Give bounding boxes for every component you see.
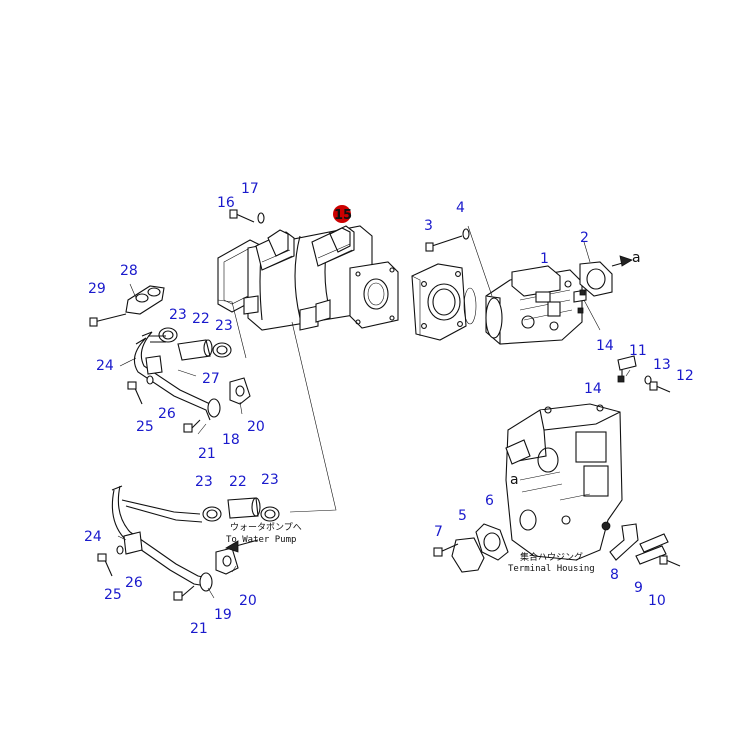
- clamp-lower-right: [260, 506, 280, 522]
- washer-4: [462, 228, 470, 240]
- bolt-12: [649, 381, 671, 393]
- clip-bracket[interactable]: [125, 285, 165, 315]
- callout-10[interactable]: 10: [648, 593, 666, 609]
- callout-6[interactable]: 6: [485, 493, 494, 509]
- water-tube-upper[interactable]: [133, 331, 221, 421]
- hose-lower[interactable]: [227, 497, 261, 519]
- callout-12[interactable]: 12: [676, 368, 694, 384]
- callout-24-upper[interactable]: 24: [96, 358, 114, 374]
- washer-17: [257, 212, 265, 224]
- callout-8[interactable]: 8: [610, 567, 619, 583]
- callout-20-lower[interactable]: 20: [239, 593, 257, 609]
- bolt-16: [229, 209, 255, 223]
- callout-5[interactable]: 5: [458, 508, 467, 524]
- callout-16[interactable]: 16: [217, 195, 235, 211]
- bolt-25-upper: [127, 381, 143, 405]
- callout-28[interactable]: 28: [120, 263, 138, 279]
- callout-17[interactable]: 17: [241, 181, 259, 197]
- egr-cooler[interactable]: [217, 225, 399, 331]
- callout-20-upper[interactable]: 20: [247, 419, 265, 435]
- callout-4[interactable]: 4: [456, 200, 465, 216]
- callout-21-upper[interactable]: 21: [198, 446, 216, 462]
- water-pump-label-jp: ウォータポンプへ: [230, 522, 302, 533]
- callout-11[interactable]: 11: [629, 343, 647, 359]
- callout-18[interactable]: 18: [222, 432, 240, 448]
- callout-21-lower[interactable]: 21: [190, 621, 208, 637]
- callout-2[interactable]: 2: [580, 230, 589, 246]
- hose-upper[interactable]: [177, 339, 213, 361]
- bolt-7: [433, 543, 459, 557]
- callout-13[interactable]: 13: [653, 357, 671, 373]
- gasket-cover: [475, 523, 509, 561]
- flange-gasket-upper: [229, 377, 251, 405]
- callout-27[interactable]: 27: [202, 371, 220, 387]
- callout-14-upper[interactable]: 14: [596, 338, 614, 354]
- bolt-25-lower: [97, 553, 113, 577]
- clamp-upper-left: [158, 327, 178, 343]
- tube-bracket-lower: [123, 531, 143, 555]
- terminal-housing-label-en: Terminal Housing: [508, 564, 595, 574]
- clamp-upper-right: [212, 342, 232, 358]
- callout-19[interactable]: 19: [214, 607, 232, 623]
- callout-23-c[interactable]: 23: [195, 474, 213, 490]
- nut-14-lower: [617, 375, 625, 383]
- gasket-egr: [579, 261, 613, 297]
- callout-15[interactable]: 15: [334, 208, 352, 223]
- tube-bracket-upper: [145, 355, 163, 375]
- flange-gasket-lower: [215, 547, 239, 575]
- callout-29[interactable]: 29: [88, 281, 106, 297]
- callout-14-lower[interactable]: 14: [584, 381, 602, 397]
- bolt-10: [659, 555, 681, 567]
- egr-valve[interactable]: [485, 265, 587, 345]
- callout-24-lower[interactable]: 24: [84, 529, 102, 545]
- callout-22-lower[interactable]: 22: [229, 474, 247, 490]
- leader-lines: [117, 225, 633, 599]
- clamp-lower-left: [202, 506, 222, 522]
- callout-1[interactable]: 1: [540, 251, 549, 267]
- nut-14-upper: [577, 289, 586, 314]
- callout-26-upper[interactable]: 26: [158, 406, 176, 422]
- callout-23-b[interactable]: 23: [215, 318, 233, 334]
- bolt-21-lower: [173, 585, 195, 601]
- terminal-housing[interactable]: a: [505, 403, 623, 561]
- callout-15-marker: [333, 205, 351, 223]
- bolt-21-upper: [183, 419, 201, 433]
- callout-3[interactable]: 3: [424, 218, 433, 234]
- terminal-9: [635, 533, 669, 565]
- ref-a-label: a: [632, 250, 641, 266]
- ref-a-housing-label: a: [510, 472, 519, 488]
- callout-22-upper[interactable]: 22: [192, 311, 210, 327]
- callout-25-upper[interactable]: 25: [136, 419, 154, 435]
- valve-adapter[interactable]: [411, 263, 477, 341]
- washer-13: [644, 375, 652, 385]
- callout-9[interactable]: 9: [634, 580, 643, 596]
- bracket-8: [609, 523, 639, 561]
- callout-7[interactable]: 7: [434, 524, 443, 540]
- water-tube-lower[interactable]: [111, 485, 213, 592]
- bolt-29: [89, 313, 127, 327]
- washer-26-upper: [146, 375, 154, 385]
- water-pump-label-en: To Water Pump: [226, 535, 296, 545]
- bolt-3: [425, 235, 463, 252]
- callout-23-a[interactable]: 23: [169, 307, 187, 323]
- callout-23-d[interactable]: 23: [261, 472, 279, 488]
- callout-26-lower[interactable]: 26: [125, 575, 143, 591]
- terminal-housing-label-jp: 集合ハウジング: [520, 551, 583, 563]
- callout-25-lower[interactable]: 25: [104, 587, 122, 603]
- washer-26-lower: [116, 545, 124, 555]
- cover-plate: [451, 537, 485, 573]
